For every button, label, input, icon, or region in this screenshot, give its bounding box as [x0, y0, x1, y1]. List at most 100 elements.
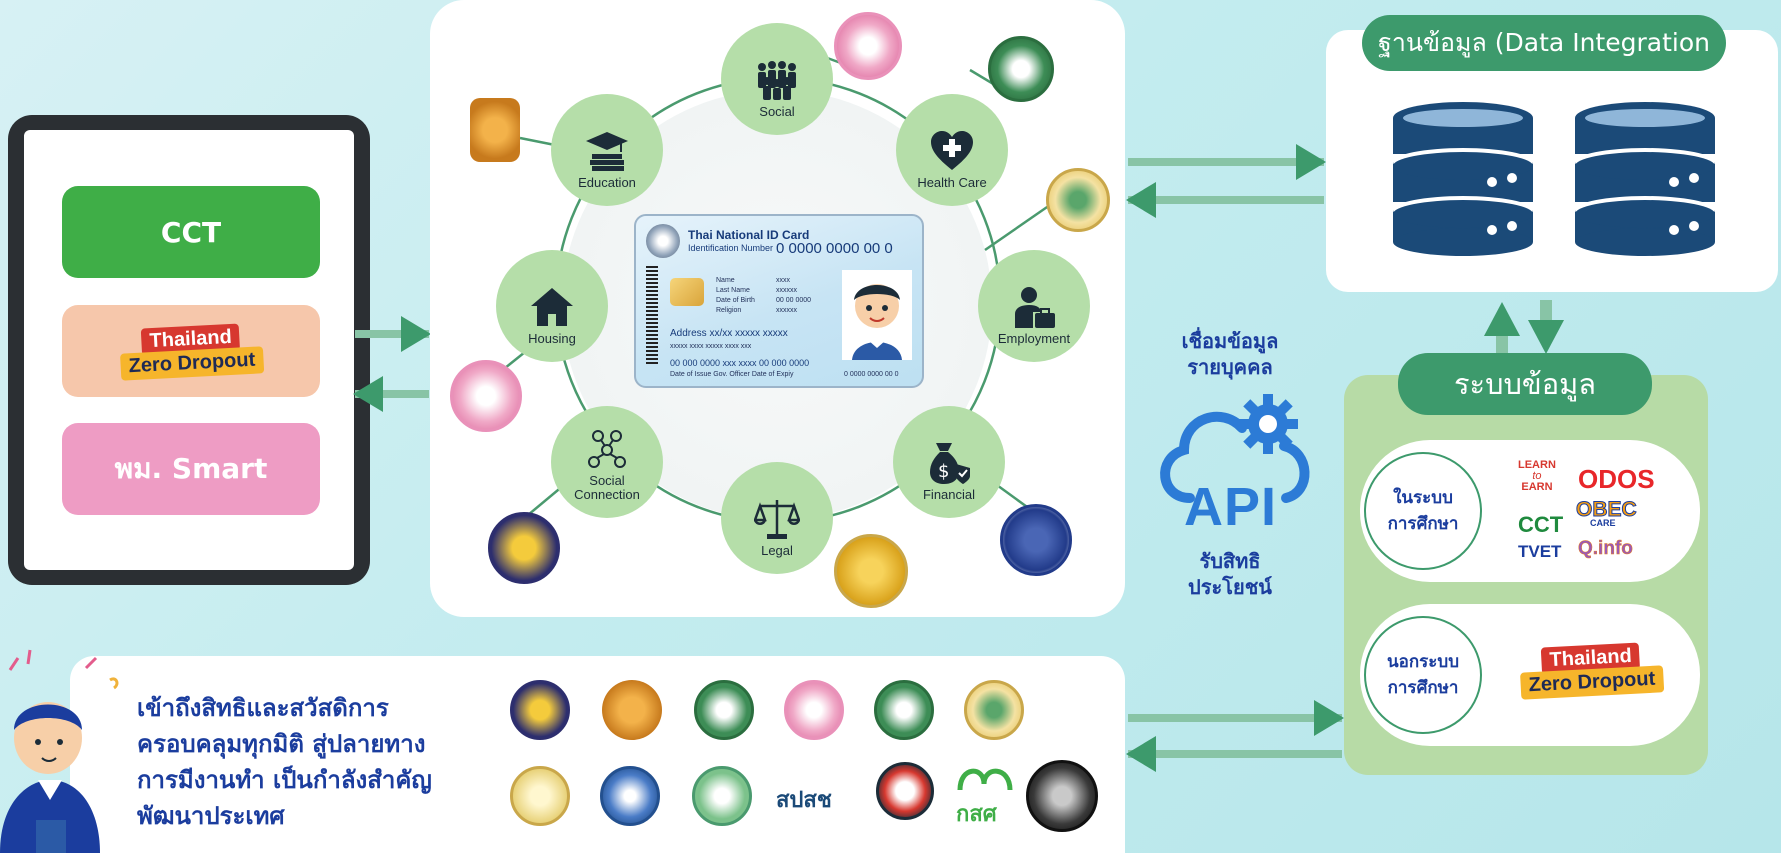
partner-logo-public-health	[874, 680, 934, 740]
field-name-key: Name	[716, 277, 735, 284]
id-serial: 0 0000 0000 00 0	[844, 371, 899, 378]
api-top-line1: เชื่อมข้อมูล	[1181, 329, 1279, 353]
partner-logo-green-seal	[694, 680, 754, 740]
house-icon	[531, 288, 573, 326]
database-icon-2	[1575, 102, 1715, 256]
social-label: Social	[759, 104, 795, 119]
api-top-text: เชื่อมข้อมูล รายบุคคล	[1150, 328, 1310, 380]
arrow-to-info-system	[1128, 700, 1344, 736]
id-card-title: Thai National ID Card	[688, 228, 810, 242]
database-icon	[1393, 102, 1533, 256]
field-dob-key: Date of Birth	[716, 297, 755, 304]
msdhs-seal-left	[450, 360, 522, 432]
banner-line4: พัฒนาประเทศ	[137, 802, 285, 830]
out-school-line1: นอกระบบ	[1387, 652, 1459, 672]
info-system-title: ระบบข้อมูล	[1398, 353, 1652, 415]
ministry-labour-seal	[1046, 168, 1110, 232]
id-dates: 00 000 0000 xxx xxxx 00 000 0000	[670, 358, 810, 368]
earn-text: EARN	[1521, 481, 1553, 493]
scales-icon	[754, 500, 800, 539]
partner-logo-blue-seal	[600, 766, 660, 826]
cct-button[interactable]: CCT	[62, 186, 320, 278]
pm-smart-button[interactable]: พม. Smart	[62, 423, 320, 515]
ministry-interior-seal	[488, 512, 560, 584]
banner-line3: การมีงานทำ เป็นกำลังสำคัญ	[137, 766, 432, 794]
out-school-label: นอกระบบ การศึกษา	[1364, 616, 1482, 734]
tvet-logo: TVET	[1518, 542, 1562, 561]
education-label: Education	[578, 175, 636, 190]
legal-label: Legal	[761, 543, 793, 558]
partner-logo-msdhs	[784, 680, 844, 740]
field-lastname-val: xxxxxx	[776, 287, 797, 294]
employment-label: Employment	[997, 331, 1071, 346]
field-name-val: xxxx	[776, 277, 790, 284]
social-node[interactable]: Social	[721, 23, 833, 135]
id-field-values: xxxx xxxxxx 00 00 0000 xxxxxx	[776, 276, 811, 316]
education-node[interactable]: Education	[551, 94, 663, 206]
partner-logo-green-seal-2	[692, 766, 752, 826]
msdhs-pink-seal	[834, 12, 902, 80]
cartoon-portrait	[842, 270, 912, 360]
employee-briefcase-icon	[1015, 287, 1055, 328]
network-people-icon	[588, 430, 626, 468]
partner-logo-red-seal	[876, 762, 934, 820]
qinfo-logo: Q.info	[1578, 538, 1633, 560]
social-connection-line1: Social	[589, 473, 625, 488]
banner-line1: เข้าถึงสิทธิและสวัสดิการ	[137, 694, 389, 722]
arrow-to-database	[1128, 144, 1326, 180]
thailand-zero-dropout-logo: Thailand Zero Dropout	[118, 322, 264, 381]
legal-node[interactable]: Legal	[721, 462, 833, 574]
id-address: Address xx/xx xxxxx xxxxx	[670, 328, 788, 339]
arrow-to-tablet	[353, 376, 429, 412]
social-connection-node[interactable]: Social Connection	[551, 406, 663, 518]
field-religion-val: xxxxxx	[776, 307, 797, 314]
api-label: API	[1184, 477, 1278, 537]
partner-logo-dark-seal	[1026, 760, 1098, 832]
partner-logo-eef-mark	[957, 768, 1013, 791]
api-bottom-line1: รับสิทธิ	[1199, 549, 1261, 573]
learn-text: LEARN	[1518, 459, 1556, 471]
api-bottom-line2: ประโยชน์	[1188, 575, 1272, 599]
out-school-line2: การศึกษา	[1387, 678, 1459, 698]
id-number: 0 0000 0000 00 0	[776, 240, 893, 257]
financial-label: Financial	[922, 487, 976, 502]
partner-logo-interior	[510, 680, 570, 740]
bottom-banner	[70, 656, 1125, 853]
employment-node[interactable]: Employment	[978, 250, 1090, 362]
api-cloud-icon	[1160, 394, 1310, 503]
partner-logo-yellow-seal	[510, 766, 570, 826]
partner-logo-education	[602, 680, 662, 740]
id-number-label: Identification Number	[688, 243, 774, 253]
in-school-line2: การศึกษา	[1387, 514, 1459, 534]
health-care-node[interactable]: Health Care	[896, 94, 1008, 206]
graduate-character	[0, 649, 119, 853]
svg-text:$: $	[938, 461, 949, 482]
field-religion-key: Religion	[716, 307, 742, 314]
id-date-labels: Date of Issue Gov. Officer Date of Expiy	[670, 371, 794, 378]
social-connection-line2: Connection	[574, 487, 640, 502]
cct-logo: CCT	[1518, 512, 1564, 537]
partner-logo-nhso: สปสช	[776, 788, 832, 813]
api-top-line2: รายบุคคล	[1187, 355, 1273, 379]
housing-node[interactable]: Housing	[496, 250, 608, 362]
partner-logo-eef: กสศ	[956, 802, 997, 827]
arrow-from-info-system	[1126, 736, 1342, 772]
heart-plus-icon	[931, 131, 973, 170]
odos-logo: ODOS	[1578, 464, 1655, 494]
ministry-public-health-seal	[988, 36, 1054, 102]
in-school-label: ในระบบ การศึกษา	[1364, 452, 1482, 570]
to-text: to	[1532, 470, 1542, 482]
thailand-zero-dropout-button[interactable]: Thailand Zero Dropout	[62, 305, 320, 397]
banner-text: เข้าถึงสิทธิและสวัสดิการ ครอบคลุมทุกมิติ…	[137, 690, 497, 834]
arrow-from-database	[1126, 182, 1324, 218]
ministry-justice-seal	[834, 534, 908, 608]
id-field-keys: Name Last Name Date of Birth Religion	[716, 276, 755, 316]
barcode	[646, 266, 658, 364]
financial-node[interactable]: $ Financial	[893, 406, 1005, 518]
obec-care-text: CARE	[1590, 518, 1616, 528]
garuda-emblem	[646, 224, 680, 258]
health-care-label: Health Care	[917, 175, 987, 190]
obec-logo: OBEC	[1576, 498, 1638, 522]
housing-label: Housing	[528, 331, 576, 346]
ministry-education-seal	[470, 98, 520, 162]
